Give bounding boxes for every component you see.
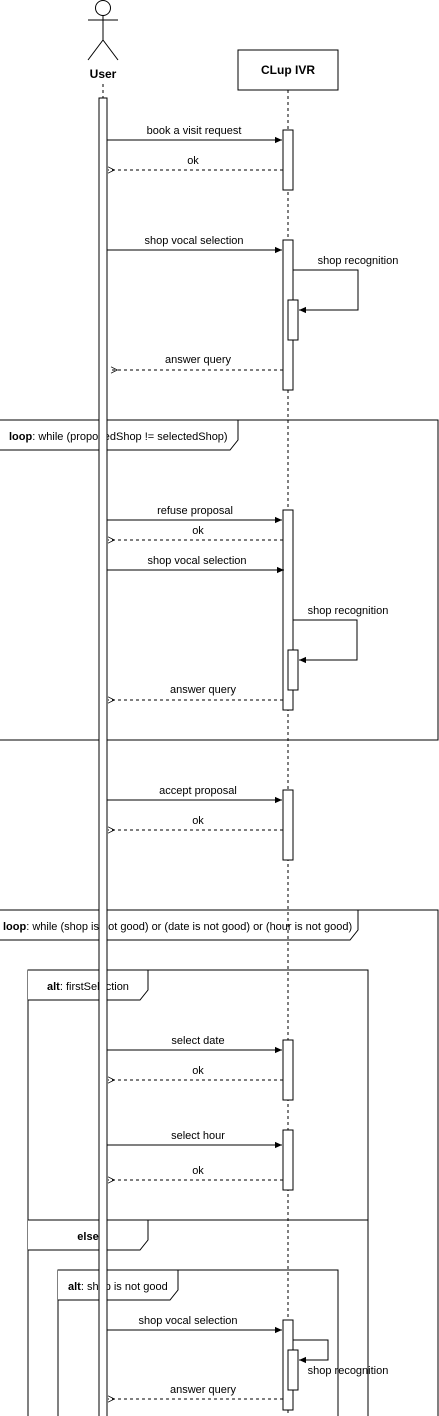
ivr-activation-6 bbox=[282, 1129, 294, 1191]
reply-label: ok bbox=[187, 155, 199, 167]
fragment-loop-2: loop: while (shop is not good) or (date … bbox=[0, 909, 439, 1416]
reply-label: answer query bbox=[165, 354, 232, 366]
message-label: refuse proposal bbox=[157, 505, 233, 517]
message-label: shop vocal selection bbox=[147, 555, 246, 567]
ivr-activation-5 bbox=[282, 1039, 294, 1101]
fragment-alt-first-selection: alt: firstSelection else bbox=[27, 969, 369, 1416]
self-message-label: shop recognition bbox=[308, 605, 389, 617]
self-message-arrow bbox=[293, 619, 358, 664]
reply-label: ok bbox=[192, 1065, 204, 1077]
ivr-activation-1 bbox=[282, 129, 294, 191]
user-activation-bar bbox=[98, 97, 108, 1416]
alt-1-label: alt: firstSelection bbox=[47, 981, 129, 993]
ivr-activation-3 bbox=[282, 509, 294, 711]
else-label: else bbox=[77, 1231, 98, 1243]
message-label: shop vocal selection bbox=[144, 235, 243, 247]
ivr-nested-activation-1 bbox=[287, 299, 299, 341]
ivr-nested-activation-2 bbox=[287, 649, 299, 691]
self-message-arrow bbox=[293, 1339, 329, 1364]
reply-label: ok bbox=[192, 815, 204, 827]
clup-ivr-box bbox=[237, 49, 339, 91]
reply-label: ok bbox=[192, 1165, 204, 1177]
self-message-arrow bbox=[293, 269, 359, 314]
message-label: select date bbox=[171, 1035, 224, 1047]
fragment-loop-1: loop: while (proposedShop != selectedSho… bbox=[0, 419, 439, 741]
user-label: User bbox=[90, 67, 117, 81]
message-label: book a visit request bbox=[147, 125, 242, 137]
loop-2-label: loop: while (shop is not good) or (date … bbox=[3, 921, 352, 933]
user-actor-icon bbox=[87, 0, 119, 61]
ivr-activation-4 bbox=[282, 789, 294, 861]
self-message-label: shop recognition bbox=[308, 1365, 389, 1377]
message-label: accept proposal bbox=[159, 785, 237, 797]
message-label: select hour bbox=[171, 1130, 225, 1142]
self-message-label: shop recognition bbox=[318, 255, 399, 267]
alt-2-label: alt: shop is not good bbox=[68, 1281, 168, 1293]
reply-label: answer query bbox=[170, 684, 237, 696]
message-label: shop vocal selection bbox=[138, 1315, 237, 1327]
ivr-nested-activation-3 bbox=[287, 1349, 299, 1391]
reply-label: answer query bbox=[170, 1384, 237, 1396]
reply-label: ok bbox=[192, 525, 204, 537]
loop-1-label: loop: while (proposedShop != selectedSho… bbox=[9, 431, 228, 443]
clup-ivr-label: CLup IVR bbox=[261, 63, 315, 77]
